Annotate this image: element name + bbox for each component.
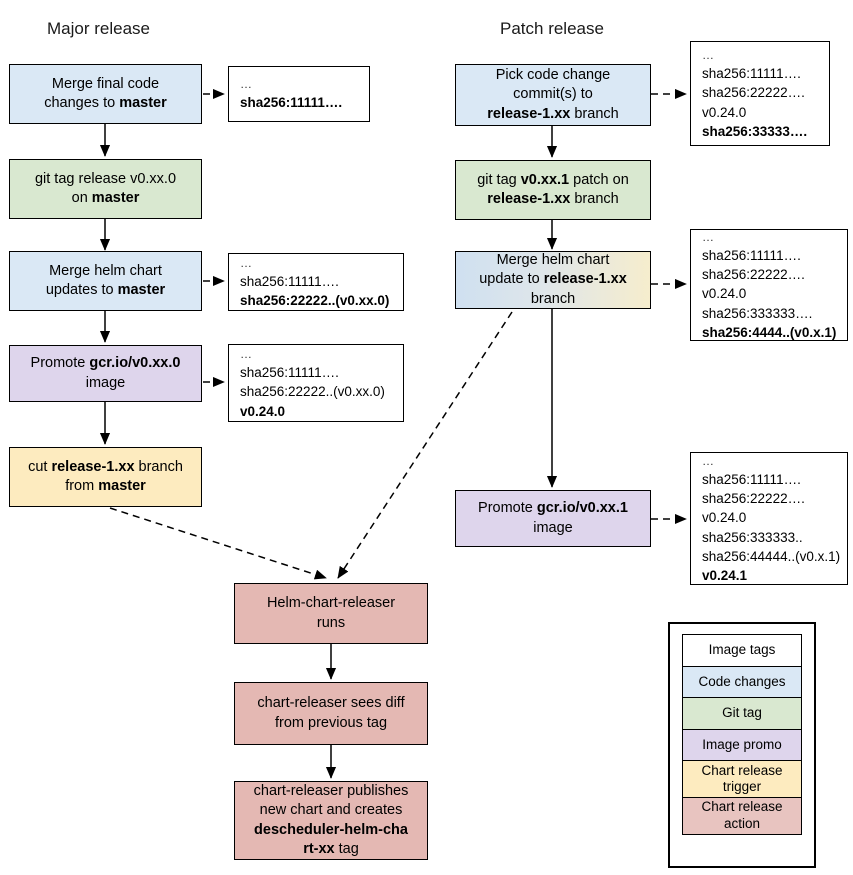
tag-line: sha256:11111….	[240, 95, 343, 111]
legend-item-git-tag: Git tag	[682, 697, 802, 731]
tag-line: sha256:22222….	[702, 267, 805, 283]
legend-item-label: Code changes	[698, 673, 786, 689]
tag-line: sha256:11111….	[240, 273, 339, 289]
tag-line: sha256:333333..	[702, 529, 803, 545]
legend-item-image-tags: Image tags	[682, 634, 802, 667]
tag-line: v0.24.0	[702, 104, 747, 120]
tag-line: …	[702, 48, 716, 63]
tag-line: …	[702, 230, 716, 245]
tagbox-after-helm-chart-patch: … sha256:11111…. sha256:22222…. v0.24.0 sha2…	[690, 229, 848, 341]
tag-line: sha256:11111….	[702, 472, 801, 488]
tag-line: sha256:11111….	[702, 248, 801, 264]
dashed-cut-branch-to-releaser	[109, 507, 327, 580]
tagbox-after-promote-major: … sha256:11111…. sha256:22222..(v0.xx.0) v0…	[228, 344, 404, 422]
tagbox-after-helm-chart-merge: … sha256:11111…. sha256:22222..(v0.xx.0)	[228, 253, 404, 311]
tag-line: sha256:44444..(v0.x.1)	[702, 548, 841, 564]
legend-item-chart-release-action: Chart release action	[682, 797, 802, 836]
legend-item-label: Chart release trigger	[701, 762, 783, 795]
tag-line: …	[240, 347, 254, 362]
tagbox-after-merge-final-code: … sha256:11111….	[228, 66, 370, 122]
tag-line: …	[240, 255, 254, 270]
tagbox-after-promote-patch: … sha256:11111…. sha256:22222…. v0.24.0 sha2…	[690, 452, 848, 585]
tag-line: sha256:4444..(v0.x.1)	[702, 324, 837, 340]
tag-line: v0.24.0	[702, 286, 747, 302]
tag-line: v0.24.1	[702, 567, 748, 583]
tag-line: sha256:333333….	[702, 305, 813, 321]
tagbox-after-pick-commits: … sha256:11111…. sha256:22222…. v0.24.0 sha2…	[690, 41, 830, 146]
legend-item-label: Image tags	[708, 642, 776, 658]
tag-line: sha256:33333….	[702, 123, 808, 139]
tag-line: sha256:11111….	[240, 365, 339, 381]
legend-item-image-promo: Image promo	[682, 728, 802, 762]
legend-panel: Image tags Code changes Git tag Image pr…	[668, 622, 816, 868]
legend-item-chart-release-trigger: Chart release trigger	[682, 760, 802, 799]
tag-line: …	[702, 454, 716, 469]
tag-line: sha256:22222..(v0.xx.0)	[240, 293, 390, 309]
legend-item-label: Chart release action	[701, 799, 783, 832]
tag-line: v0.24.0	[240, 403, 286, 419]
tag-line: sha256:11111….	[702, 66, 801, 82]
column-title-major-release: Major release	[47, 19, 150, 38]
tag-line: …	[240, 77, 254, 92]
tag-line: sha256:22222….	[702, 491, 805, 507]
tag-line: sha256:22222….	[702, 85, 805, 101]
tag-line: v0.24.0	[702, 510, 747, 526]
legend-item-code-changes: Code changes	[682, 665, 802, 699]
legend-item-label: Image promo	[702, 736, 782, 752]
column-title-patch-release: Patch release	[500, 19, 604, 38]
legend-item-label: Git tag	[722, 705, 762, 721]
tag-line: sha256:22222..(v0.xx.0)	[240, 384, 385, 400]
